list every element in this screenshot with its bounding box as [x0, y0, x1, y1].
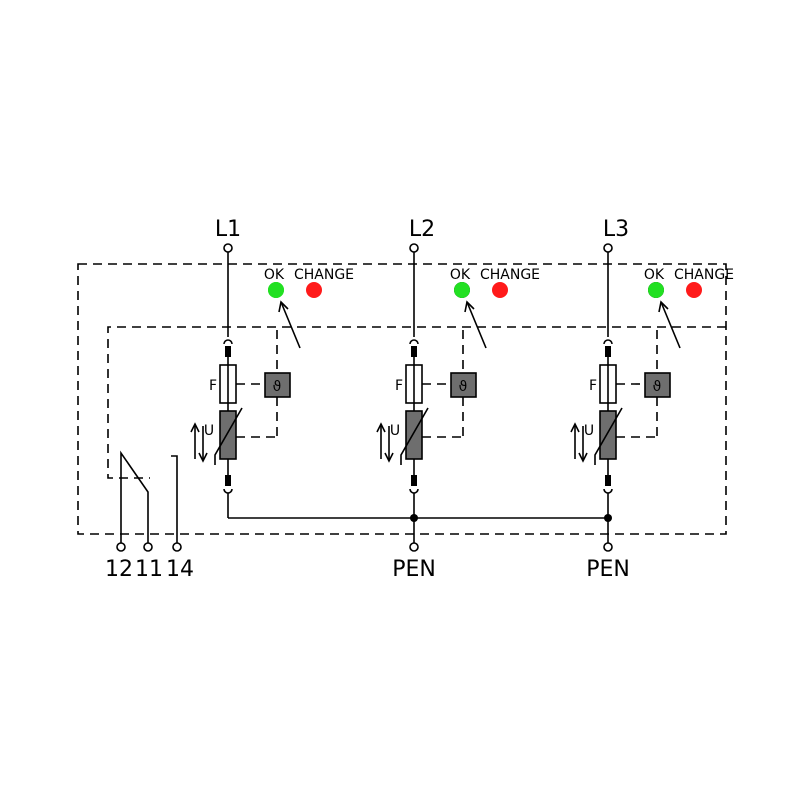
ok-label: OK — [644, 267, 665, 283]
fuse-label: F — [589, 378, 597, 394]
change-led — [492, 282, 508, 298]
change-label: CHANGE — [294, 267, 354, 283]
pen-terminal-2 — [603, 542, 613, 552]
fuse-label: F — [209, 378, 217, 394]
phase-l2: L2 OK CHANGE F U ϑ — [376, 217, 540, 519]
mechanical-link — [107, 326, 726, 479]
ok-label: OK — [264, 267, 285, 283]
varistor-label: U — [584, 423, 594, 439]
pen-terminal-1 — [409, 542, 419, 552]
pen-label-1: PEN — [392, 557, 436, 582]
ok-led — [454, 282, 470, 298]
thermal-label: ϑ — [273, 379, 282, 395]
change-label: CHANGE — [674, 267, 734, 283]
terminal-14-label: 14 — [166, 557, 194, 582]
phase-l3: L3 OK CHANGE F U ϑ — [570, 217, 734, 519]
varistor-label: U — [204, 423, 214, 439]
device-enclosure — [77, 263, 727, 535]
terminal-11-label: 11 — [135, 557, 163, 582]
change-led — [306, 282, 322, 298]
pen-label-2: PEN — [586, 557, 630, 582]
ok-led — [648, 282, 664, 298]
phase-label: L1 — [215, 217, 241, 242]
varistor-label: U — [390, 423, 400, 439]
phase-l1: L1 OK CHANGE F U ϑ — [190, 217, 354, 519]
phase-label: L3 — [603, 217, 629, 242]
phase-label: L2 — [409, 217, 435, 242]
thermal-label: ϑ — [459, 379, 468, 395]
signal-contact — [116, 450, 182, 552]
fuse-label: F — [395, 378, 403, 394]
thermal-label: ϑ — [653, 379, 662, 395]
change-label: CHANGE — [480, 267, 540, 283]
change-led — [686, 282, 702, 298]
ok-label: OK — [450, 267, 471, 283]
terminal-12-label: 12 — [105, 557, 133, 582]
ok-led — [268, 282, 284, 298]
